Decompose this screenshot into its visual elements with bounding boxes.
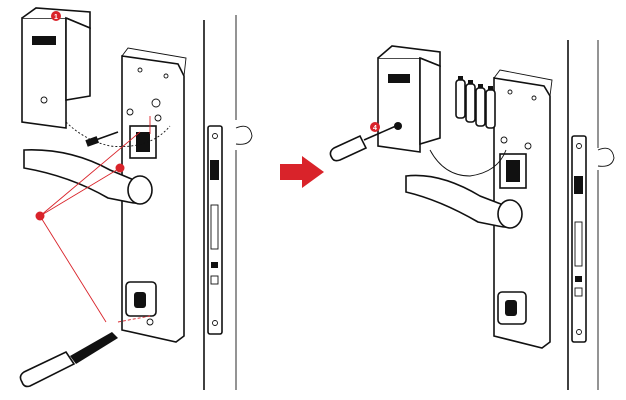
door-frame-left [203, 15, 253, 390]
svg-text:1: 1 [54, 14, 58, 21]
card-reader-module-right [377, 45, 441, 153]
callout-4: 4 [370, 122, 380, 132]
callout-1: 1 [51, 11, 61, 21]
step-before-scene: 1 [19, 7, 253, 390]
wiring-cable-right [429, 149, 507, 177]
door-frame-right [567, 40, 615, 390]
screw-top [85, 131, 119, 147]
outer-escutcheon [121, 47, 187, 343]
svg-text:4: 4 [373, 125, 377, 132]
card-reader-module [21, 7, 91, 129]
screwdriver-bottom [19, 332, 118, 388]
step-after-scene: 4 [329, 40, 615, 390]
callout-lines-left [39, 116, 151, 323]
lever-handle-right [405, 174, 523, 229]
callout-3 [35, 211, 45, 221]
arrow-right-icon [280, 156, 324, 188]
screwdriver-right [329, 122, 402, 162]
battery-icon [455, 76, 496, 129]
callout-2 [115, 163, 125, 173]
